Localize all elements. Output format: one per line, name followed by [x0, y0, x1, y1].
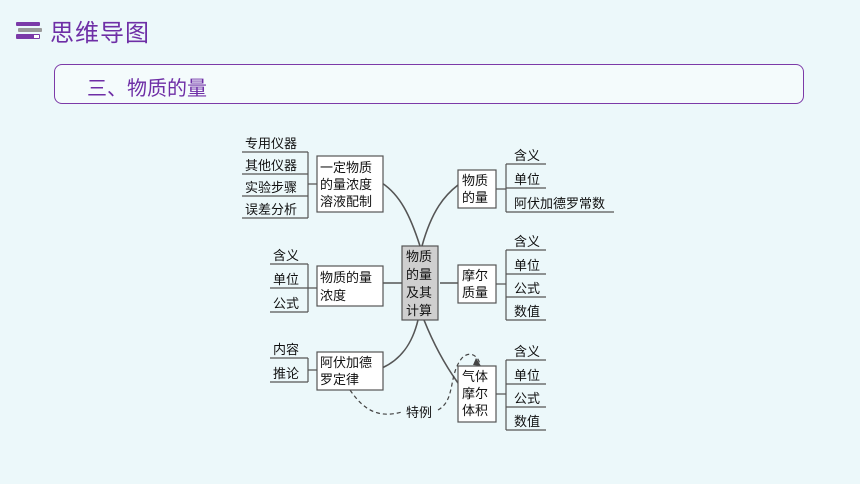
leaf-label: 误差分析 [245, 203, 297, 218]
connector-avogadro-law [381, 319, 419, 369]
bracket [307, 152, 317, 218]
leaf-label: 单位 [514, 369, 540, 384]
page-title: 思维导图 [50, 19, 150, 47]
branch-line: 的量 [462, 190, 488, 206]
leaf-label: 数值 [514, 414, 540, 430]
special-case-label: 特例 [406, 406, 432, 421]
leaf-underlines [242, 151, 308, 219]
connector-molar-volume [423, 319, 459, 384]
branch-box [457, 264, 497, 304]
leaf-underlines [270, 263, 308, 313]
leaf-label: 含义 [514, 344, 540, 360]
branch-line: 的量浓度 [320, 177, 372, 193]
leaf-label: 单位 [514, 173, 540, 188]
branch-line: 浓度 [320, 288, 346, 304]
center-line: 的量 [406, 267, 432, 283]
leaf-label: 其他仪器 [245, 159, 297, 174]
branch-avogadro-law: 阿伏加德 罗定律 内容 推论 [270, 342, 384, 391]
leaf-label: 含义 [273, 248, 299, 264]
leaf-label: 含义 [514, 148, 540, 164]
branch-line: 溶液配制 [320, 195, 372, 210]
branch-solution: 一定物质 的量浓度 溶液配制 专用仪器 其他仪器 实验步骤 误差分析 [242, 137, 384, 219]
bracket [496, 250, 507, 320]
branch-line: 体积 [462, 404, 488, 419]
branch-line: 气体 [462, 369, 488, 385]
branch-line: 摩尔 [462, 386, 488, 402]
leaf-label: 含义 [514, 234, 540, 250]
branch-box [457, 365, 497, 423]
branch-line: 物质的量 [320, 270, 372, 286]
leaf-underlines [506, 163, 614, 213]
branch-line: 阿伏加德 [320, 356, 372, 371]
center-line: 计算 [406, 304, 432, 319]
branch-line: 一定物质 [320, 161, 372, 176]
branch-molar-volume: 气体 摩尔 体积 含义 单位 公式 数值 [457, 344, 546, 431]
center-box [401, 245, 439, 321]
bracket [496, 360, 507, 430]
leaf-label: 公式 [514, 282, 540, 297]
branch-molar-mass: 摩尔 质量 含义 单位 公式 数值 [457, 234, 546, 321]
connector-amount [421, 184, 459, 247]
leaf-label: 阿伏加德罗常数 [514, 197, 605, 212]
branch-amount: 物质 的量 含义 单位 阿伏加德罗常数 [457, 148, 614, 213]
leaf-label: 单位 [514, 259, 540, 274]
leaf-label: 公式 [514, 392, 540, 407]
special-case-arrow [349, 353, 481, 415]
leaf-label: 推论 [273, 367, 299, 382]
branch-line: 物质 [462, 174, 488, 189]
bracket [307, 358, 317, 382]
leaf-label: 内容 [273, 342, 299, 358]
leaf-label: 专用仪器 [245, 137, 297, 152]
leaf-underlines [270, 357, 308, 383]
leaf-label: 实验步骤 [245, 180, 297, 196]
arrow-head [473, 358, 481, 366]
books-icon [16, 22, 42, 39]
connectors [381, 182, 459, 384]
center-line: 物质 [406, 250, 432, 265]
branch-box [316, 351, 384, 391]
leaf-underlines [506, 249, 546, 321]
leaf-underlines [506, 359, 546, 431]
section-title: 三、物质的量 [87, 76, 207, 100]
center-node: 物质 的量 及其 计算 [401, 245, 439, 321]
leaf-label: 单位 [273, 273, 299, 288]
branch-line: 摩尔 [462, 268, 488, 284]
bracket [496, 164, 507, 212]
connector-solution [381, 182, 421, 247]
section-banner: 三、物质的量 [54, 64, 804, 104]
bracket [307, 264, 317, 312]
center-line: 及其 [406, 286, 432, 301]
branch-box [316, 155, 384, 213]
leaf-label: 公式 [273, 297, 299, 312]
branch-box [316, 265, 384, 307]
leaf-label: 数值 [514, 304, 540, 320]
branch-line: 罗定律 [320, 373, 359, 388]
branch-line: 质量 [462, 286, 488, 301]
branch-concentration: 物质的量 浓度 含义 单位 公式 [270, 248, 384, 313]
